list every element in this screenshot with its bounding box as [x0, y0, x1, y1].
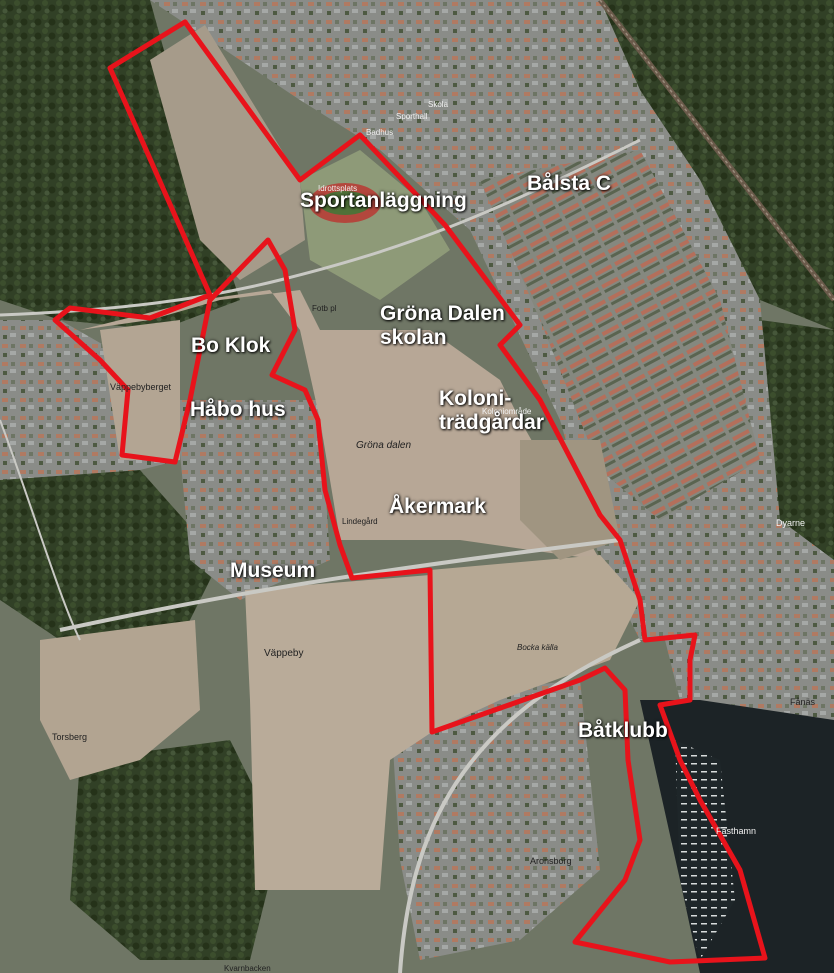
- placename-fanas: Fånäs: [790, 697, 816, 707]
- field-bocka-kalla: [430, 555, 640, 730]
- label-sportanlaggning: Sportanläggning: [300, 189, 467, 212]
- planning-area-boundary: [52, 19, 768, 965]
- field-vappeby: [245, 575, 435, 890]
- label-habo-hus: Håbo hus: [190, 398, 286, 421]
- road-cross: [0, 138, 641, 317]
- label-grona-dalen-line1: Gröna Dalen: [380, 302, 505, 325]
- forest-northeast: [600, 0, 834, 330]
- placename-dyarne: Dyarne: [776, 518, 806, 528]
- placename-aronsborg: Aronsborg: [530, 856, 572, 866]
- label-kolonitradgardar: Koloni- trädgårdar: [439, 387, 544, 434]
- forest-west: [0, 470, 220, 640]
- placename-kvarnbacken: Kvarnbacken: [224, 964, 271, 973]
- label-grona-dalen-skolan: Gröna Dalen skolan: [380, 302, 505, 349]
- placename-skola: Skola: [428, 100, 449, 109]
- placename-badhus: Badhus: [366, 128, 394, 137]
- placename-lindegard: Lindegård: [342, 517, 378, 526]
- label-batklubb: Båtklubb: [578, 719, 668, 742]
- placename-fotb-pl: Fotb pl: [312, 304, 337, 313]
- label-akermark: Åkermark: [389, 495, 486, 518]
- field-bo-klok: [100, 320, 180, 460]
- placename-grona-dalen: Gröna dalen: [356, 440, 412, 451]
- placename-vappeby: Väppeby: [264, 648, 304, 659]
- road-west: [0, 419, 81, 641]
- residential-habo: [175, 400, 330, 600]
- road-aronsborg: [398, 638, 641, 973]
- industrial-south: [390, 680, 600, 960]
- placename-sporthall: Sporthall: [396, 112, 428, 121]
- placename-bocka-kalla: Bocka källa: [517, 643, 558, 652]
- label-grona-dalen-line2: skolan: [380, 325, 447, 349]
- placename-fasthamn: Fästhamn: [716, 826, 757, 836]
- sports-field: [319, 191, 371, 215]
- placename-vappebyberget: Väppebyberget: [110, 382, 172, 392]
- forest-northwest: [0, 0, 240, 330]
- forest-east: [760, 320, 834, 560]
- field-torsberg: [40, 620, 200, 780]
- field-kolonitradgardar: [520, 440, 620, 560]
- placename-koloniomrade: Koloniområde: [482, 407, 532, 416]
- road-south: [59, 538, 621, 632]
- field-grona-dalen: [80, 290, 600, 560]
- residential-rows: [480, 150, 760, 520]
- forest-southwest: [70, 740, 280, 960]
- field-north: [150, 25, 305, 280]
- label-balsta-c: Bålsta C: [527, 172, 612, 195]
- label-kolonitradgardar-line2: trädgårdar: [439, 410, 545, 434]
- placename-idrottsplats: Idrottsplats: [318, 184, 358, 193]
- marina-docks: [675, 740, 735, 960]
- placename-torsberg: Torsberg: [52, 732, 88, 742]
- label-kolonitradgardar-line1: Koloni-: [439, 387, 512, 410]
- label-museum: Museum: [230, 559, 316, 582]
- label-bo-klok: Bo Klok: [191, 334, 271, 357]
- railway: [598, 0, 834, 302]
